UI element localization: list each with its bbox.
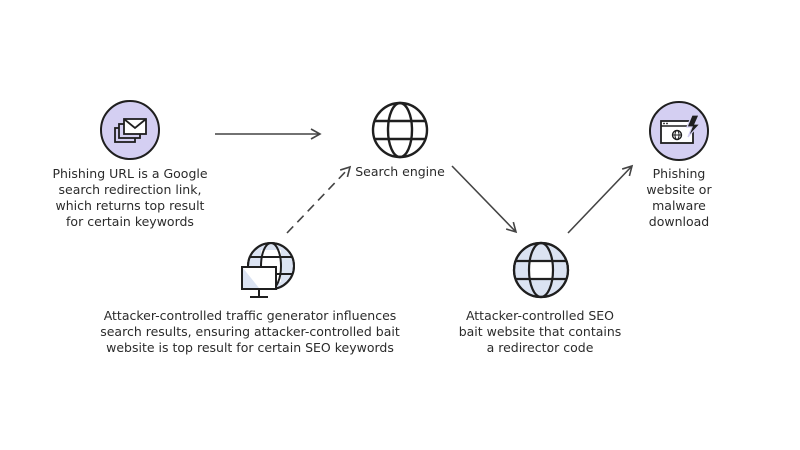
node-label: Attacker-controlled traffic generator in… <box>100 308 400 355</box>
globe-icon <box>512 241 570 299</box>
edge-traffic-generator-to-search-engine <box>286 165 352 234</box>
globe-monitor-icon <box>241 242 295 298</box>
email-stack-icon <box>100 100 160 160</box>
globe-icon <box>371 101 429 159</box>
node-label: Phishing website or malware download <box>646 166 712 229</box>
edge-search-engine-to-seo-bait <box>451 165 518 234</box>
node-label: Phishing URL is a Google search redirect… <box>52 166 208 229</box>
browser-lightning-icon <box>649 101 709 161</box>
edge-seo-bait-to-phishing-website <box>567 164 634 234</box>
node-label: Attacker-controlled SEO bait website tha… <box>458 308 622 355</box>
node-label: Search engine <box>355 164 445 179</box>
